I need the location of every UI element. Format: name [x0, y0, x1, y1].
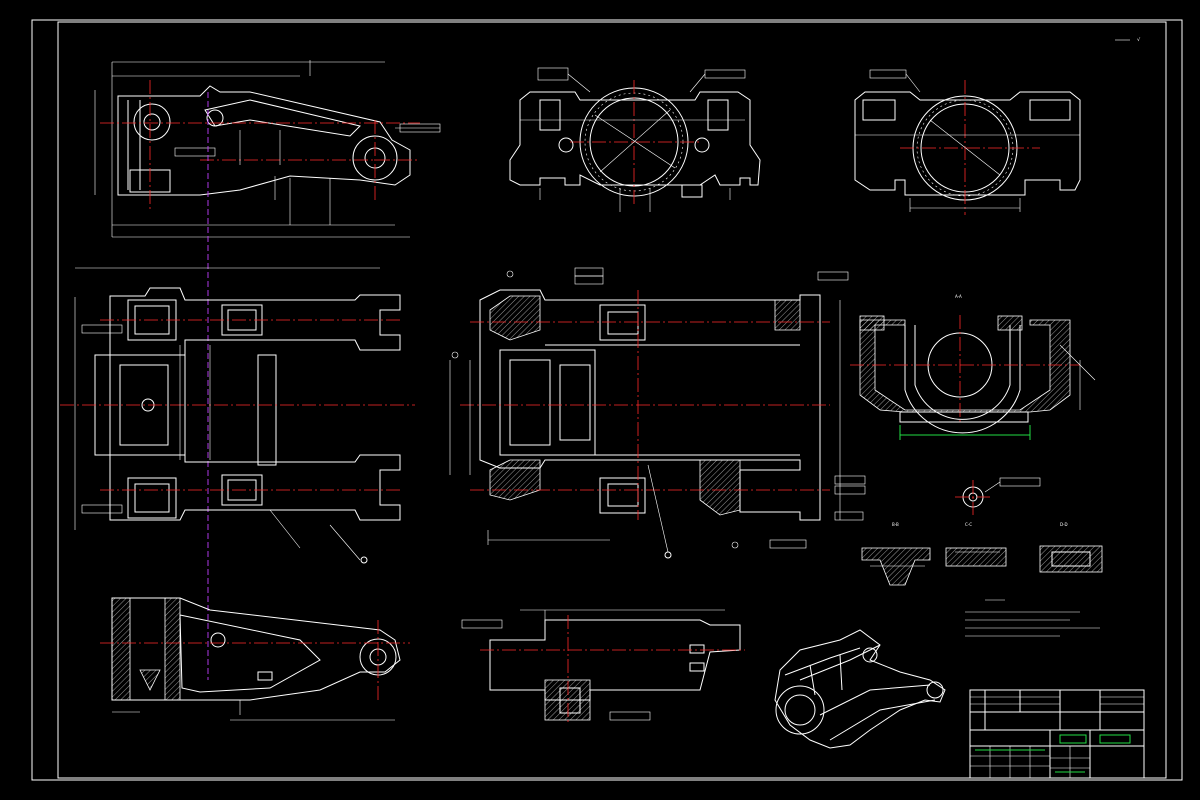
- section-d-view: D-D: [1039, 522, 1103, 573]
- front-view-right: [854, 69, 1081, 215]
- technical-notes: [965, 599, 1100, 637]
- isometric-view: [774, 629, 946, 749]
- section-a-label: A-A: [955, 294, 962, 299]
- detail-view: [955, 477, 1041, 515]
- outer-border: [31, 19, 1183, 781]
- section-d-label: D-D: [1060, 522, 1068, 527]
- section-b-label: B-B: [892, 522, 899, 527]
- roughness-symbol: √: [1137, 37, 1141, 43]
- bottom-left-view: [100, 597, 410, 721]
- section-c-view: C-C: [945, 522, 1007, 567]
- plan-view-left: [60, 267, 415, 564]
- section-plan-center: [449, 267, 866, 559]
- frame-border: [57, 21, 1167, 779]
- front-view-center: [509, 67, 761, 212]
- section-a-view: A-A: [850, 294, 1096, 440]
- section-b-view: B-B: [861, 522, 931, 586]
- title-block: [969, 689, 1145, 779]
- side-elevation-view: [94, 60, 441, 238]
- bottom-center-view: [461, 609, 745, 725]
- section-c-label: C-C: [965, 522, 972, 527]
